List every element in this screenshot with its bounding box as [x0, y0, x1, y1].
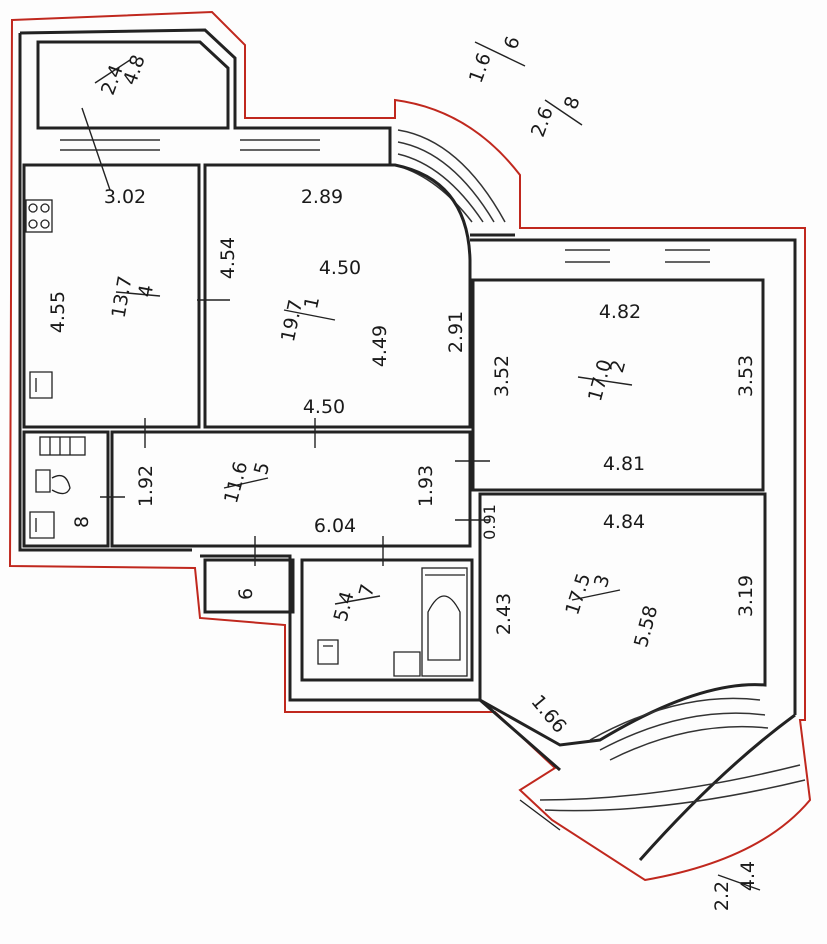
room-4-num: 4: [134, 283, 158, 299]
radiator-fixture: [39, 436, 86, 456]
dim-r1-top: 2.89: [301, 186, 343, 208]
bay-window-top: [397, 129, 506, 223]
room-3-area: 17.5: [561, 571, 595, 618]
room-1-num: 1: [300, 295, 324, 311]
dim-r3-right: 3.19: [735, 575, 757, 617]
dim-r4-right: 4.54: [217, 237, 239, 279]
dim-r4-top: 3.02: [104, 186, 146, 208]
balcony-bottom-area: 2.2: [711, 881, 733, 911]
washbasin-fixture: [393, 651, 421, 677]
dim-r1-mid: 4.50: [319, 257, 361, 279]
dim-r3-inner: 5.58: [630, 603, 662, 650]
dim-r3-left: 2.43: [493, 593, 515, 635]
sink-fixture-room-8: [29, 511, 55, 539]
room-7-num: 7: [355, 582, 379, 599]
dim-r2-top: 4.82: [599, 301, 641, 323]
room-6-walls: [203, 558, 295, 614]
room-1-walls: [203, 163, 472, 429]
top-balcony-walls: [36, 40, 230, 130]
dim-r1-right: 2.91: [445, 311, 467, 353]
dim-r2-right: 3.53: [735, 355, 757, 397]
room-5-area: 11.6: [220, 459, 252, 506]
balcony-6-area: 1.6: [465, 50, 496, 86]
room-8-walls: [22, 430, 110, 548]
stove-fixture: [25, 199, 53, 233]
room-4-walls: [22, 163, 201, 429]
room-7-area: 5.4: [330, 589, 359, 624]
room-2-num: 2: [606, 358, 630, 375]
dim-r4-side: 4.55: [47, 291, 69, 333]
apartment-outline: [8, 10, 812, 882]
top-balcony-window: [60, 139, 320, 151]
balcony-8-area: 2.6: [527, 104, 558, 140]
room-5-num: 5: [250, 460, 274, 477]
room-6-num: 6: [235, 588, 257, 600]
room-5-walls: [110, 430, 472, 548]
balcony-6-num: 6: [500, 34, 525, 53]
toilet-fixture: [35, 469, 71, 495]
room-7-walls: [300, 558, 474, 682]
dim-r2-bottom: 4.81: [603, 453, 645, 475]
washing-machine-fixture: [317, 639, 339, 665]
dim-r5-bottom: 6.04: [314, 515, 356, 537]
balcony-bottom-num: 4.4: [737, 861, 759, 891]
dimension-ticks: [81, 41, 761, 891]
dim-r5-right: 1.93: [415, 465, 437, 507]
dim-r5-left: 1.92: [135, 465, 157, 507]
outer-wall: [18, 28, 797, 861]
room-3-walls: [478, 492, 767, 747]
dim-r2-left: 3.52: [491, 355, 513, 397]
dim-corridor-top: 4.50: [303, 396, 345, 418]
dim-r1-inner: 4.49: [369, 325, 391, 367]
dim-gap: 0.91: [480, 504, 499, 540]
room-2-walls: [471, 278, 765, 492]
room-1-area: 19.7: [277, 298, 307, 344]
bottom-balcony: [519, 697, 806, 831]
room-4-area: 13.7: [108, 274, 137, 319]
room-2-area: 17.0: [584, 357, 616, 404]
dim-r3-top: 4.84: [603, 511, 645, 533]
room-2-windows: [565, 249, 710, 263]
balcony-8-num: 8: [560, 94, 585, 113]
room-8-num: 8: [71, 516, 93, 528]
bathtub-fixture: [421, 567, 468, 677]
sink-fixture-room-4: [29, 371, 53, 399]
